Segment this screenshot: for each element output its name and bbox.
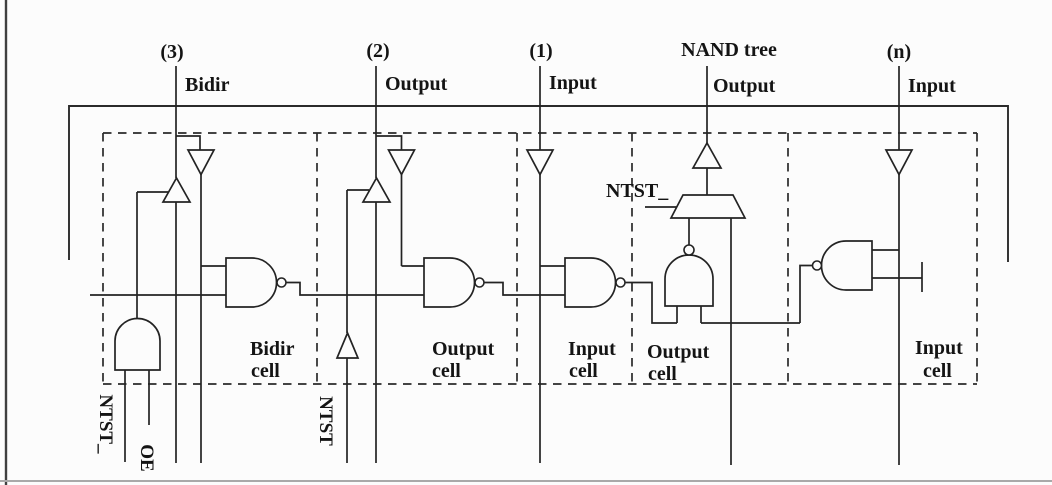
- pad1-name-label: Input: [549, 72, 597, 94]
- nandtree-output-driver-icon: [691, 141, 723, 169]
- inputn-nand-output-wire: [799, 264, 813, 323]
- nandtree-number-label: NAND tree: [681, 39, 777, 61]
- inputn-buffer-icon: [884, 149, 914, 177]
- tree-nand-gate-icon: [664, 254, 714, 307]
- output-cell-subtitle: cell: [432, 360, 461, 382]
- inputn-nand-bubble-icon: [811, 260, 823, 271]
- output-receiver-branch-wire: [376, 135, 403, 150]
- enable-and-gate-icon: [114, 317, 161, 371]
- nandtree-cell-title: Output: [647, 341, 710, 363]
- bidir-nand-output-wire: [286, 281, 424, 296]
- ntst-signal-label: NTST: [315, 396, 336, 446]
- bidir-cell: (3) Bidir Bidir cell NTST_ OE: [90, 41, 424, 472]
- inputn-cell-title: Input: [915, 337, 963, 359]
- output-cell-title: Output: [432, 338, 495, 360]
- padn-name-label: Input: [908, 75, 956, 97]
- input-cell-title: Input: [568, 338, 616, 360]
- nandtree-name-label: Output: [713, 75, 776, 97]
- input-n-cell: (n) Input Input cell: [799, 41, 963, 465]
- inputn-cell-subtitle: cell: [923, 360, 952, 382]
- bidir-nand-gate-icon: [225, 257, 278, 308]
- bidir-input-buffer-icon: [186, 149, 216, 177]
- bidir-cell-subtitle: cell: [251, 360, 280, 382]
- output-output-driver-icon: [361, 176, 392, 203]
- input-cell-subtitle: cell: [569, 360, 598, 382]
- oe-signal-label: OE: [136, 444, 157, 471]
- bidir-output-driver-icon: [161, 176, 192, 203]
- pad3-number-label: (3): [160, 41, 183, 63]
- pad1-number-label: (1): [529, 40, 552, 62]
- pad3-name-label: Bidir: [185, 74, 230, 96]
- output-nand-output-wire: [484, 281, 565, 296]
- output-nand-bubble-icon: [474, 277, 485, 288]
- input-nand-output-wire: [625, 281, 677, 324]
- inputn-nand-gate-icon: [820, 240, 873, 291]
- bidir-nand-bubble-icon: [276, 277, 287, 288]
- bidir-cell-title: Bidir: [250, 338, 295, 360]
- pad2-number-label: (2): [366, 40, 389, 62]
- output-input-buffer-icon: [387, 149, 416, 177]
- input-nand-gate-icon: [564, 257, 617, 308]
- output-nand-gate-icon: [423, 257, 476, 308]
- pad2-name-label: Output: [385, 73, 448, 95]
- mux-icon: [669, 194, 747, 219]
- output-cell: (2) Output Output cell NTST: [315, 40, 565, 463]
- ntst-buffer-icon: [335, 330, 360, 359]
- input-buffer-icon: [525, 149, 555, 177]
- chip-boundary: [68, 105, 1009, 262]
- ntst-bar-signal-label: NTST_: [95, 394, 116, 454]
- nandtree-cell-subtitle: cell: [648, 363, 677, 385]
- nand-tree-output-cell: NAND tree Output Output cell NTST_: [606, 39, 800, 465]
- bidir-receiver-branch-wire: [176, 135, 201, 150]
- padn-number-label: (n): [887, 41, 911, 63]
- mux-select-signal-label: NTST_: [606, 180, 669, 202]
- tree-nand-bubble-icon: [683, 244, 695, 256]
- input-nand-bubble-icon: [615, 277, 626, 288]
- input-cell: (1) Input Input cell: [525, 40, 677, 463]
